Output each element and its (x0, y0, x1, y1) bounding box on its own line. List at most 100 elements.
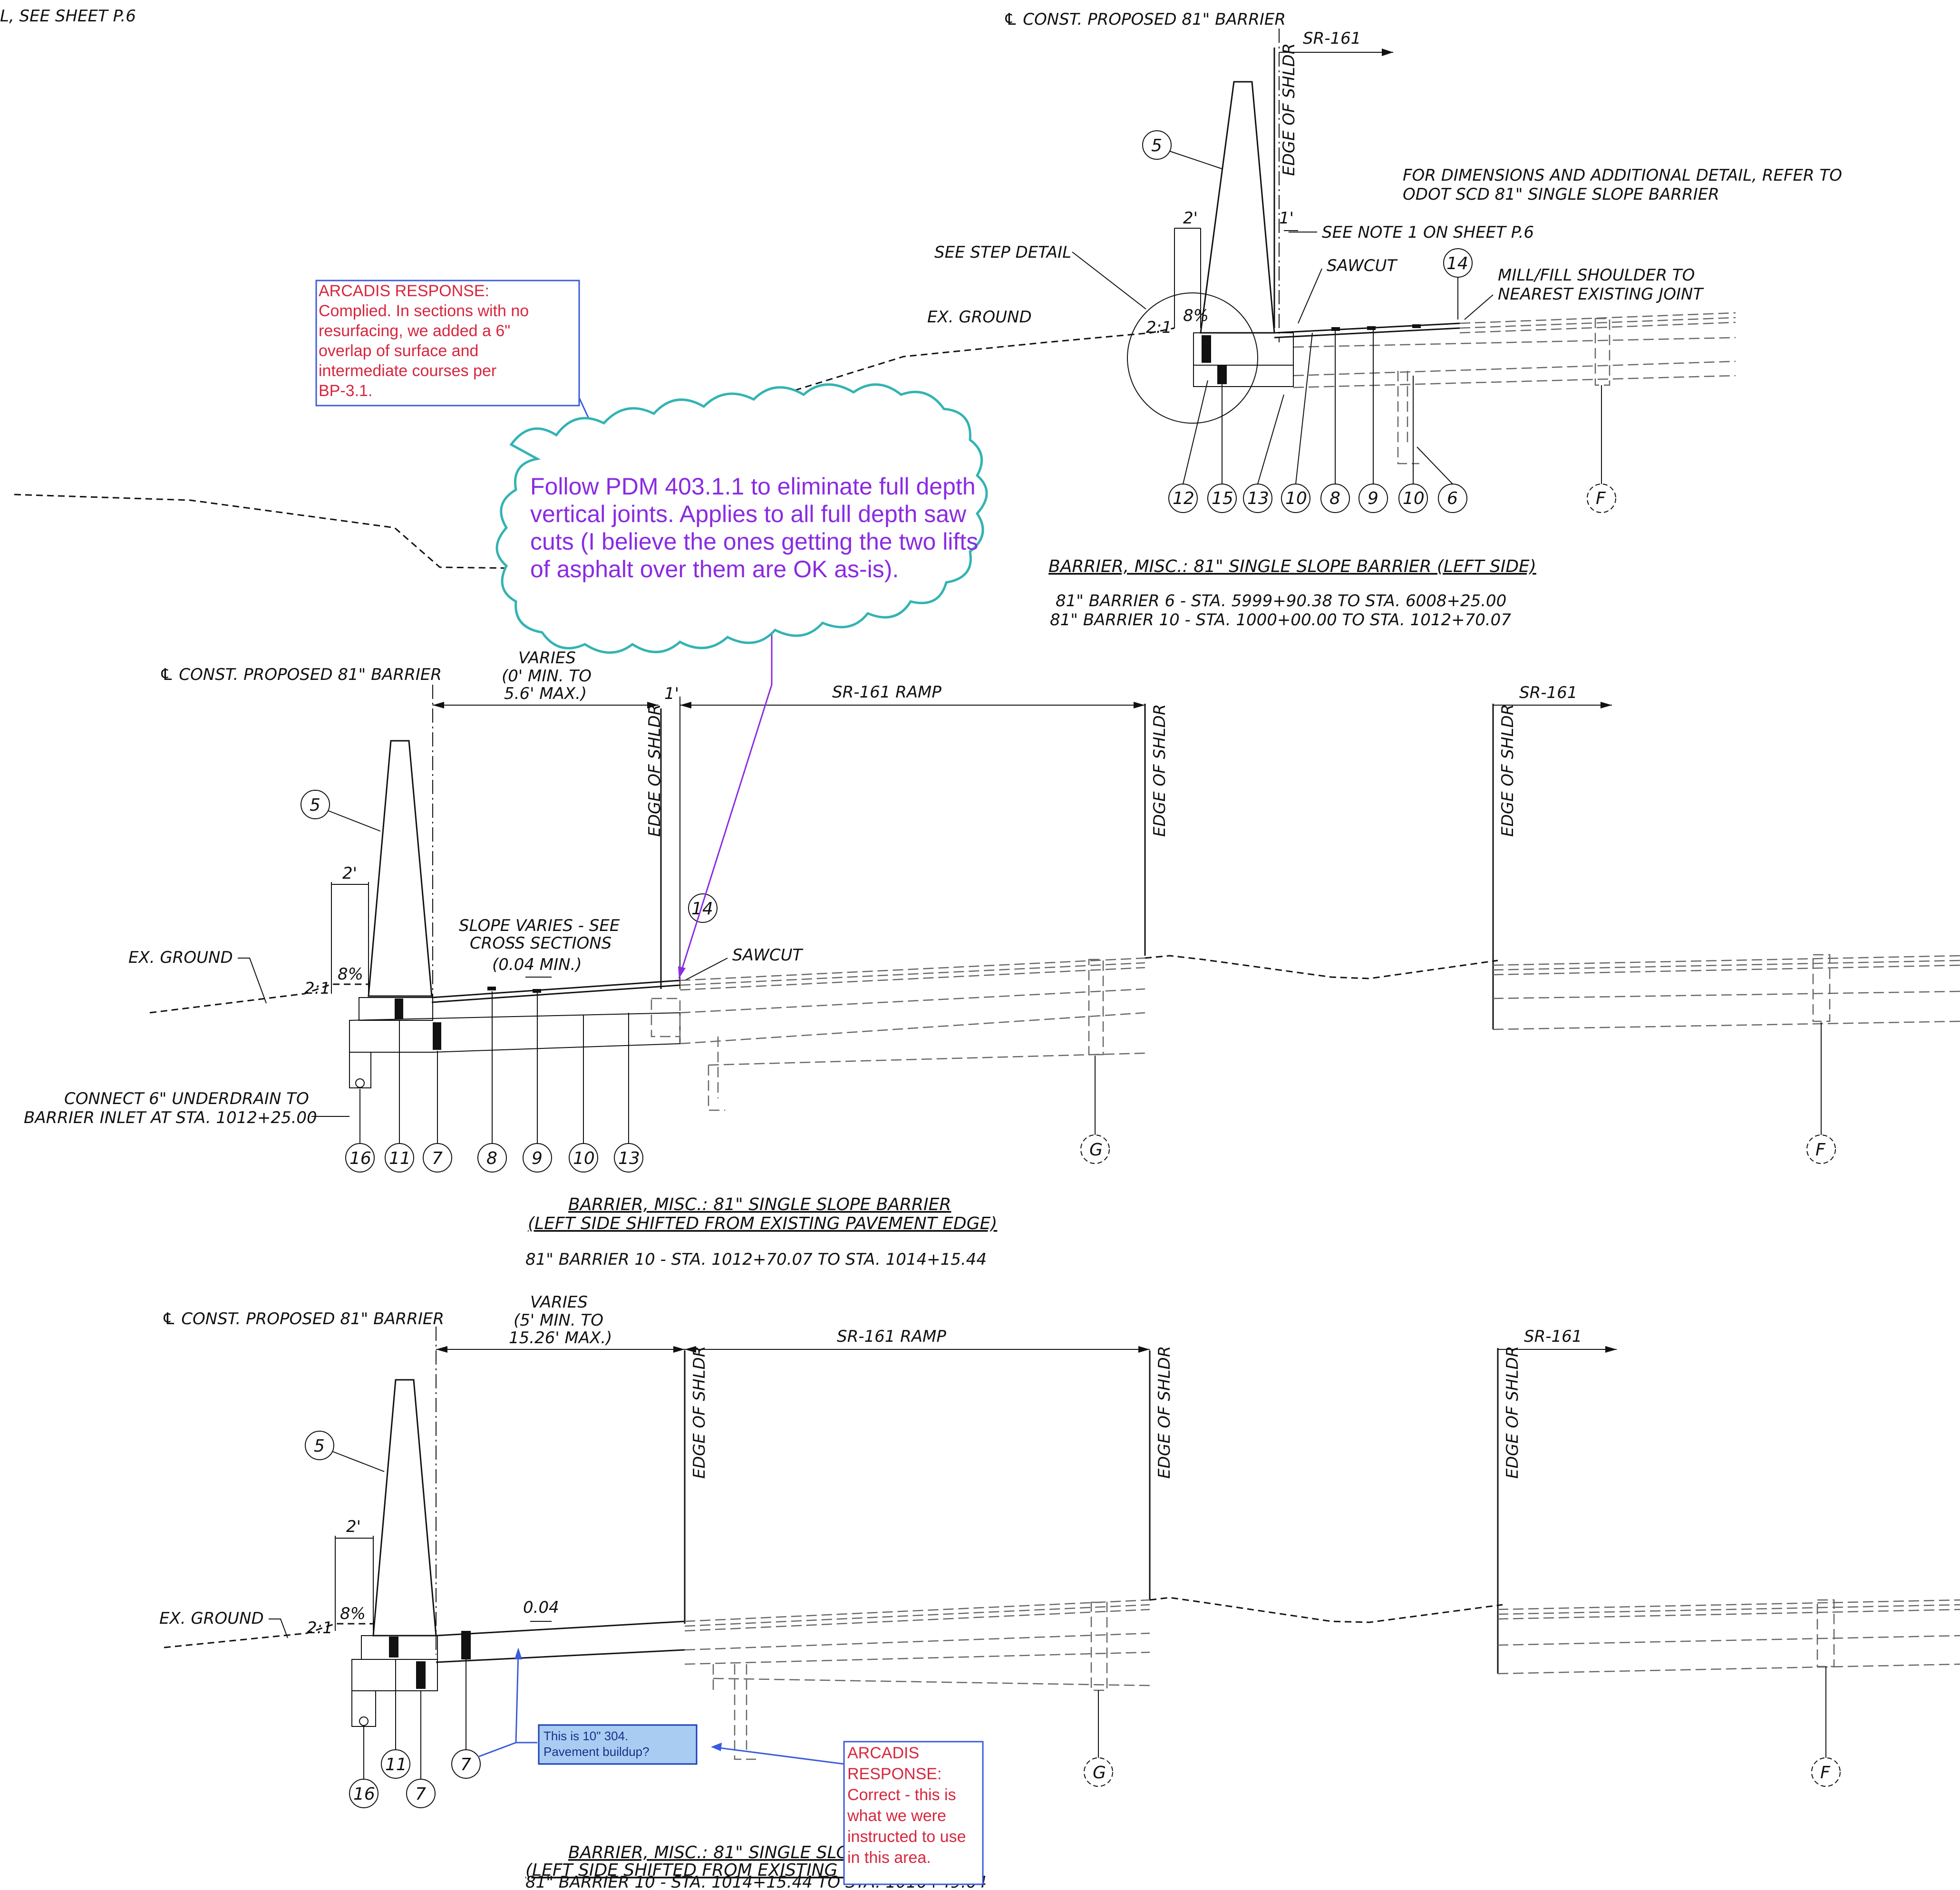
s1-title: BARRIER, MISC.: 81" SINGLE SLOPE BARRIER… (1048, 557, 1536, 576)
s3-barrier (372, 1379, 437, 1637)
s1-ref-l2: ODOT SCD 81" SINGLE SLOPE BARRIER (1403, 185, 1719, 204)
question-leader (477, 1652, 537, 1758)
s1-sta1: 81" BARRIER 6 - STA. 5999+90.38 TO STA. … (1056, 591, 1506, 611)
s2-sr161: SR-161 (1519, 683, 1577, 702)
svg-text:7: 7 (415, 1784, 426, 1804)
svg-text:7: 7 (460, 1755, 471, 1774)
left-ground-line (14, 494, 514, 569)
svg-text:2:1: 2:1 (1146, 318, 1172, 337)
s2-connect-l1: CONNECT 6" UNDERDRAIN TO (64, 1089, 309, 1108)
svg-text:8%: 8% (338, 965, 363, 984)
s3-callouts: 11 7 16 7 G F (349, 1659, 1841, 1808)
s1-2ft: 2' (1183, 209, 1198, 228)
cloud-leader (678, 597, 773, 979)
svg-text:BP-3.1.: BP-3.1. (319, 382, 372, 400)
top-fragment-label: L, SEE SHEET P.6 (0, 7, 136, 26)
s1-ex-ground: EX. GROUND (927, 308, 1032, 327)
s1-mill-l2: NEAREST EXISTING JOINT (1498, 285, 1704, 304)
s1-1ft: 1' (1279, 209, 1294, 228)
s3-varies-l3: 15.26' MAX.) (509, 1328, 612, 1347)
s1-edge-shldr-label: EDGE OF SHLDR (1280, 43, 1299, 176)
cloud-line-4: of asphalt over them are OK as-is). (530, 556, 899, 582)
s1-see-step: SEE STEP DETAIL (934, 243, 1071, 262)
s1-sawcut: SAWCUT (1327, 256, 1397, 275)
s2-varies-l3: 5.6' MAX.) (504, 684, 587, 703)
svg-text:16: 16 (349, 1149, 371, 1168)
svg-text:9: 9 (1368, 489, 1378, 508)
s3-varies-l1: VARIES (530, 1293, 588, 1312)
arcadis-response-1[interactable] (315, 280, 580, 407)
svg-text:8%: 8% (340, 1604, 366, 1623)
comment-cloud[interactable] (495, 383, 988, 654)
s2-title-l2: (LEFT SIDE SHIFTED FROM EXISTING PAVEMEN… (528, 1214, 997, 1233)
s2-cl-label: ℄ CONST. PROPOSED 81" BARRIER (159, 665, 442, 684)
s1-mill-l1: MILL/FILL SHOULDER TO (1498, 266, 1695, 285)
svg-text:10: 10 (1403, 489, 1425, 508)
cloud-line-3: cuts (I believe the ones getting the two… (530, 528, 978, 555)
svg-text:13: 13 (1247, 489, 1269, 508)
s2-ex-ground-line (149, 983, 369, 1014)
svg-text:Correct - this is: Correct - this is (847, 1786, 956, 1804)
svg-text:F: F (1820, 1763, 1831, 1783)
svg-text:Pavement buildup?: Pavement buildup? (543, 1745, 650, 1759)
svg-text:11: 11 (389, 1149, 411, 1168)
svg-text:2:1: 2:1 (307, 1619, 333, 1638)
arcadis-response-2[interactable] (843, 1741, 984, 1885)
svg-text:9: 9 (532, 1149, 543, 1168)
s2-1ft: 1' (664, 684, 679, 703)
svg-text:ARCADIS RESPONSE:: ARCADIS RESPONSE: (319, 282, 489, 300)
s1-callouts: 12 15 13 10 8 9 10 6 F (1168, 329, 1616, 513)
s3-edge-shldr-3: EDGE OF SHLDR (1503, 1346, 1522, 1479)
svg-text:8: 8 (1329, 489, 1340, 508)
s1-cl-label: ℄ CONST. PROPOSED 81" BARRIER (1003, 10, 1286, 29)
svg-text:15: 15 (1212, 489, 1233, 508)
s2-ex-ground: EX. GROUND (128, 948, 233, 967)
s3-2ft: 2' (346, 1517, 361, 1536)
svg-text:ARCADIS: ARCADIS (847, 1744, 919, 1762)
svg-text:in this area.: in this area. (847, 1849, 931, 1867)
svg-text:12: 12 (1173, 489, 1194, 508)
s2-sawcut: SAWCUT (732, 946, 803, 965)
svg-text:8%: 8% (1183, 306, 1209, 325)
s2-barrier (368, 740, 433, 997)
s1-ex-ground-line (627, 327, 1175, 443)
svg-text:10: 10 (1285, 489, 1307, 508)
s2-slope-l3: (0.04 MIN.) (492, 955, 582, 974)
s2-sta: 81" BARRIER 10 - STA. 1012+70.07 TO STA.… (525, 1250, 987, 1269)
svg-text:5: 5 (1151, 136, 1162, 155)
s1-sta2: 81" BARRIER 10 - STA. 1000+00.00 TO STA.… (1050, 611, 1511, 630)
s3-edge-shldr: EDGE OF SHLDR (690, 1346, 709, 1479)
svg-text:G: G (1093, 1763, 1106, 1783)
s3-sr161: SR-161 (1524, 1327, 1582, 1346)
svg-text:F: F (1815, 1140, 1826, 1160)
svg-text:10: 10 (573, 1149, 595, 1168)
svg-text:RESPONSE:: RESPONSE: (847, 1765, 941, 1783)
s1-sr161: SR-161 (1303, 29, 1361, 48)
section-2: ℄ CONST. PROPOSED 81" BARRIER VARIES (0'… (24, 649, 1960, 1269)
s2-title-l1: BARRIER, MISC.: 81" SINGLE SLOPE BARRIER (568, 1195, 951, 1214)
s2-ramp: SR-161 RAMP (832, 683, 941, 702)
svg-text:5: 5 (314, 1436, 325, 1456)
s3-ramp: SR-161 RAMP (837, 1327, 946, 1346)
svg-text:7: 7 (432, 1149, 443, 1168)
s3-cl-label: ℄ CONST. PROPOSED 81" BARRIER (162, 1309, 444, 1328)
section-3: ℄ CONST. PROPOSED 81" BARRIER VARIES (5'… (159, 1293, 1960, 1890)
svg-text:overlap of surface and: overlap of surface and (319, 342, 478, 360)
svg-text:16: 16 (353, 1784, 375, 1804)
svg-text:what we were: what we were (847, 1807, 946, 1825)
svg-text:intermediate courses per: intermediate courses per (319, 362, 496, 380)
svg-text:This is 10" 304.: This is 10" 304. (543, 1729, 628, 1743)
question-note[interactable] (538, 1724, 698, 1765)
s2-callouts: 16 11 7 8 9 10 13 G F (345, 991, 1836, 1173)
s3-title-l1: BARRIER, MISC.: 81" SINGLE SLOP (568, 1843, 860, 1862)
svg-text:instructed to use: instructed to use (847, 1828, 966, 1846)
s2-slope-l2: CROSS SECTIONS (470, 934, 611, 953)
svg-text:13: 13 (618, 1149, 640, 1168)
s3-ex-ground: EX. GROUND (159, 1609, 264, 1628)
svg-text:14: 14 (691, 899, 713, 919)
svg-text:6: 6 (1447, 489, 1458, 508)
s3-varies-l2: (5' MIN. TO (514, 1311, 603, 1330)
s2-2ft: 2' (342, 864, 357, 883)
s2-median-ground (1145, 955, 1498, 979)
